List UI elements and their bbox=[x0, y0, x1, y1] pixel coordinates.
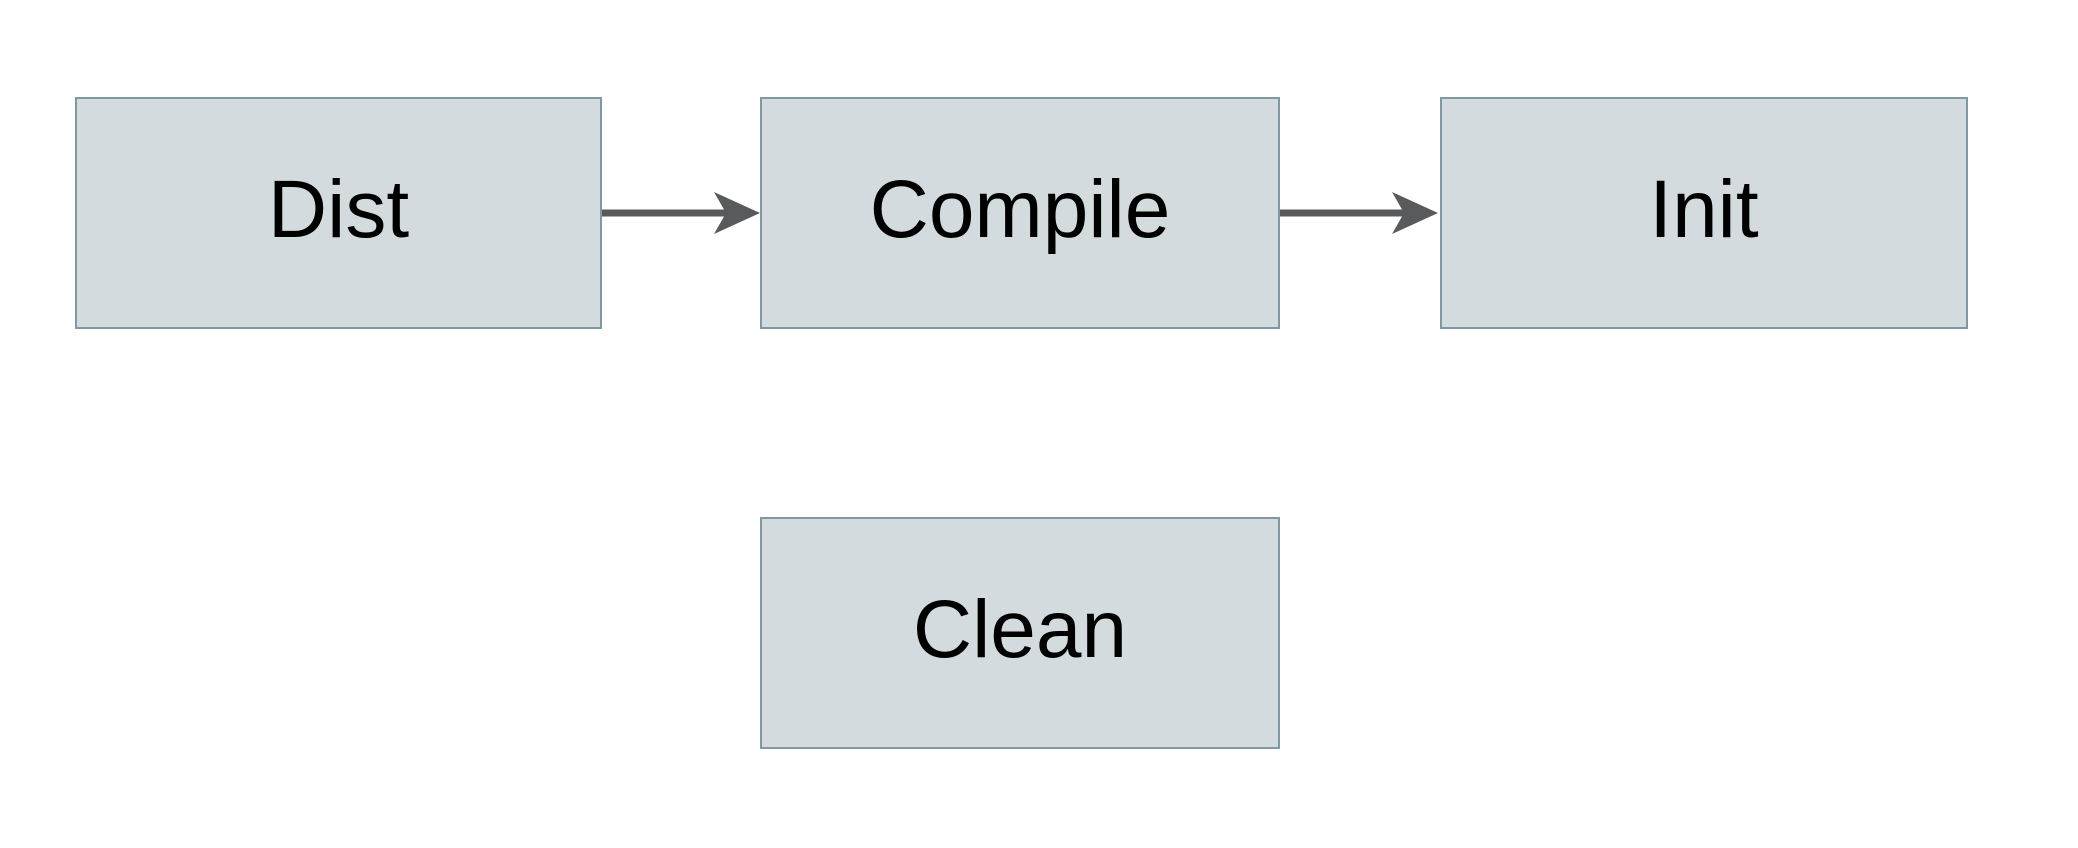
arrow-dist-to-compile bbox=[602, 192, 760, 234]
node-compile-label: Compile bbox=[869, 164, 1171, 255]
node-clean: Clean bbox=[760, 517, 1280, 749]
arrow-compile-to-init-head-icon bbox=[1392, 192, 1438, 234]
node-dist-label: Dist bbox=[267, 164, 410, 255]
node-compile: Compile bbox=[760, 97, 1280, 329]
arrow-dist-to-compile-head-icon bbox=[714, 192, 760, 234]
arrow-compile-to-init bbox=[1280, 192, 1438, 234]
node-clean-label: Clean bbox=[912, 584, 1128, 675]
node-init: Init bbox=[1440, 97, 1968, 329]
node-dist: Dist bbox=[75, 97, 602, 329]
node-init-label: Init bbox=[1649, 164, 1759, 255]
